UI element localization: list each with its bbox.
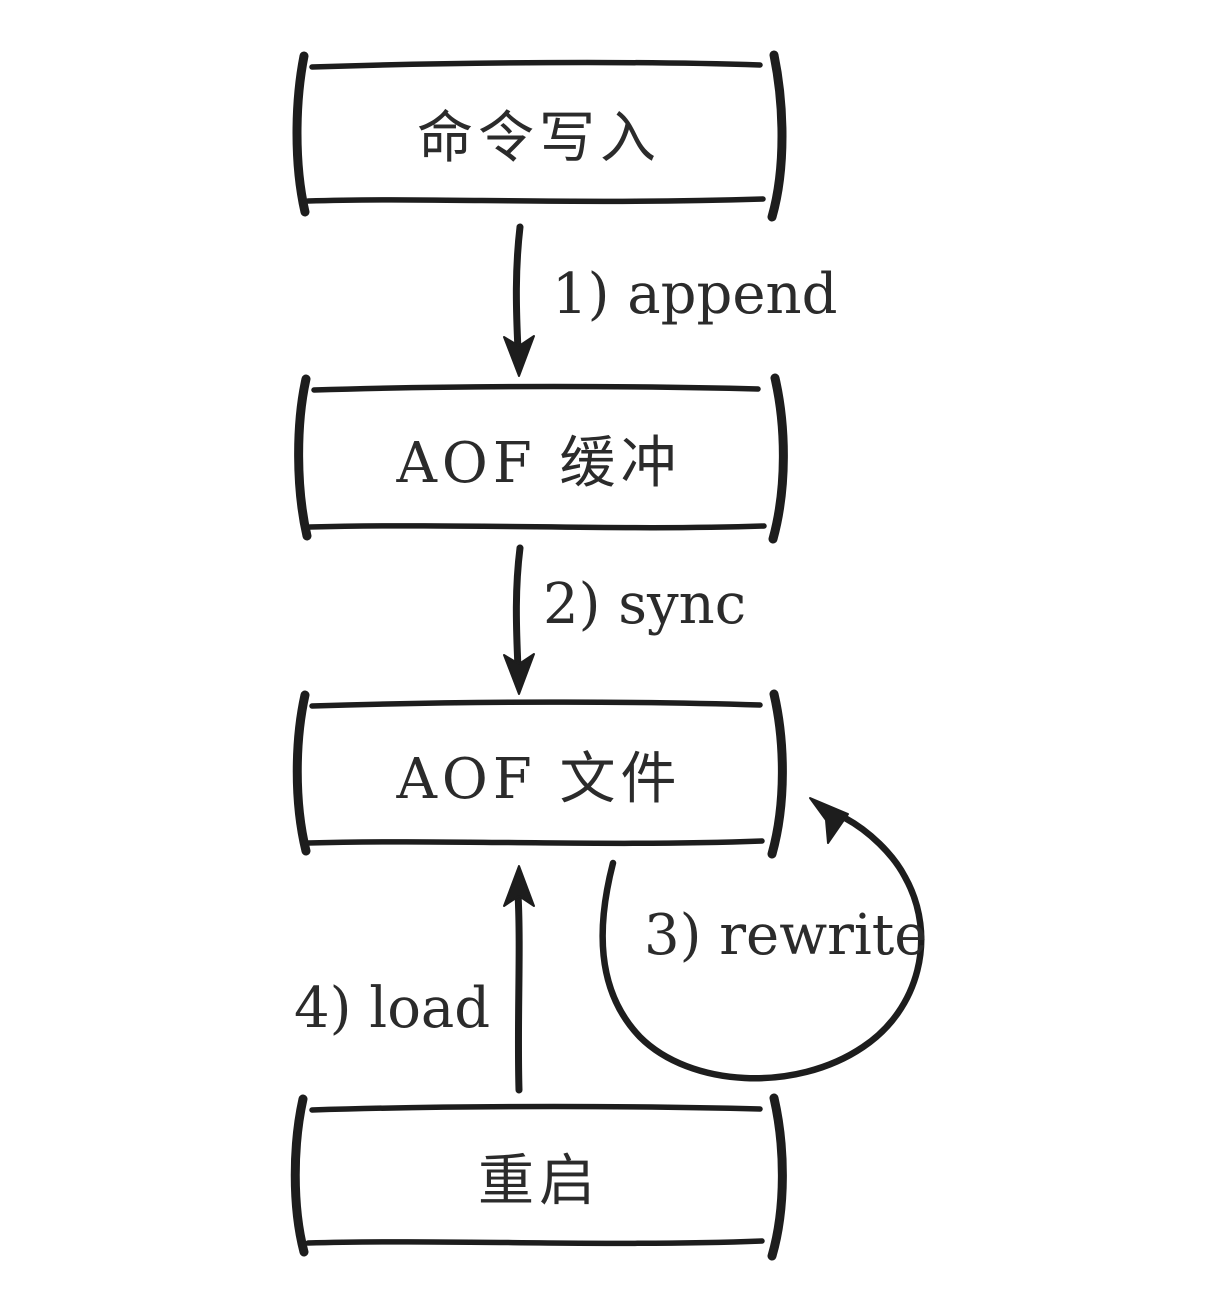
box-top-line <box>309 1103 763 1113</box>
box-command-write-frame <box>292 50 787 222</box>
box-top-line <box>309 59 763 70</box>
box-left-bracket <box>290 1094 309 1257</box>
box-right-bracket <box>767 1093 787 1261</box>
box-left-bracket <box>292 690 311 856</box>
arrow-append <box>503 223 535 377</box>
arrow-load-label: 4) load <box>294 976 491 1041</box>
box-left-bracket <box>294 374 312 541</box>
arrow-load <box>503 865 535 1094</box>
box-right-bracket <box>768 373 788 544</box>
arrow-sync <box>503 544 535 695</box>
box-top-line <box>311 383 761 393</box>
box-aof-file-label: AOF 文件 <box>396 746 682 812</box>
box-bottom-line <box>307 523 767 531</box>
arrowhead-up-icon <box>503 865 535 907</box>
box-bottom-line <box>305 838 765 847</box>
arrow-stem <box>512 544 524 672</box>
arrow-stem <box>514 890 523 1094</box>
box-restart-frame <box>290 1093 787 1261</box>
arrowhead-down-icon <box>503 653 535 695</box>
box-bottom-line <box>305 196 766 205</box>
arrow-rewrite-loop <box>599 797 925 1082</box>
box-aof-buffer-frame <box>294 373 788 544</box>
box-right-bracket <box>767 50 787 222</box>
arrow-sync-label: 2) sync <box>543 572 747 637</box>
box-aof-file-frame <box>292 689 787 859</box>
arrow-append-label: 1) append <box>552 262 838 327</box>
box-bottom-line <box>305 1238 765 1247</box>
box-restart-label: 重启 <box>478 1148 600 1214</box>
arrow-stem <box>512 223 524 354</box>
arrowhead-down-icon <box>503 335 535 377</box>
box-top-line <box>309 699 763 709</box>
box-right-bracket <box>767 689 787 859</box>
box-left-bracket <box>292 51 310 217</box>
box-command-write-label: 命令写入 <box>417 105 661 171</box>
arrow-rewrite-label: 3) rewrite <box>644 903 928 968</box>
loop-curve <box>599 814 925 1082</box>
arrowhead-upleft-icon <box>809 797 849 844</box>
box-aof-buffer-label: AOF 缓冲 <box>396 430 682 496</box>
